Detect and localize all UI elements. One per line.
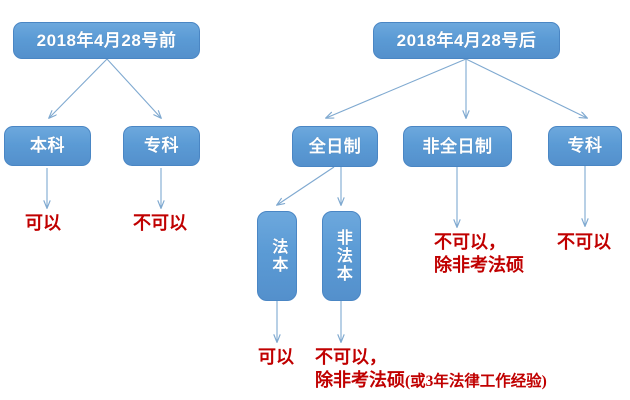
node-right-root[interactable]: 2018年4月28号后: [373, 22, 560, 59]
outcome-college-right: 不可以: [557, 232, 611, 252]
outcome-parttime: 不可以， 除非考法硕: [434, 231, 524, 276]
node-left-root[interactable]: 2018年4月28号前: [13, 22, 200, 59]
node-fulltime[interactable]: 全日制: [292, 126, 378, 167]
outcome-non-law-major-line2-suffix: (或3年法律工作经验): [405, 372, 547, 390]
edge-fulltime-to-lawmajor: [277, 166, 335, 205]
outcome-non-law-major-line1: 不可以，: [315, 347, 387, 367]
edge-left-root-to-bachelor: [49, 58, 108, 118]
node-law-major[interactable]: 法本: [257, 211, 297, 301]
outcome-college-left: 不可以: [133, 213, 187, 233]
node-bachelor[interactable]: 本科: [4, 126, 91, 166]
edge-left-root-to-college: [106, 58, 161, 118]
node-college-right[interactable]: 专科: [548, 126, 622, 166]
outcome-parttime-line1: 不可以，: [434, 232, 506, 252]
node-college-left[interactable]: 专科: [123, 126, 200, 166]
outcome-non-law-major-line2: 除非考法硕(或3年法律工作经验): [315, 369, 547, 392]
outcome-non-law-major: 不可以， 除非考法硕(或3年法律工作经验): [315, 346, 547, 391]
edge-right-root-to-college: [465, 58, 587, 118]
node-non-law-major[interactable]: 非法本: [322, 211, 361, 301]
outcome-parttime-line2: 除非考法硕: [434, 254, 524, 275]
outcome-law-major: 可以: [258, 347, 294, 367]
outcome-bachelor: 可以: [25, 213, 61, 233]
node-parttime[interactable]: 非全日制: [403, 126, 512, 167]
edge-right-root-to-fulltime: [326, 58, 467, 118]
outcome-non-law-major-line2-main: 除非考法硕: [315, 369, 405, 390]
